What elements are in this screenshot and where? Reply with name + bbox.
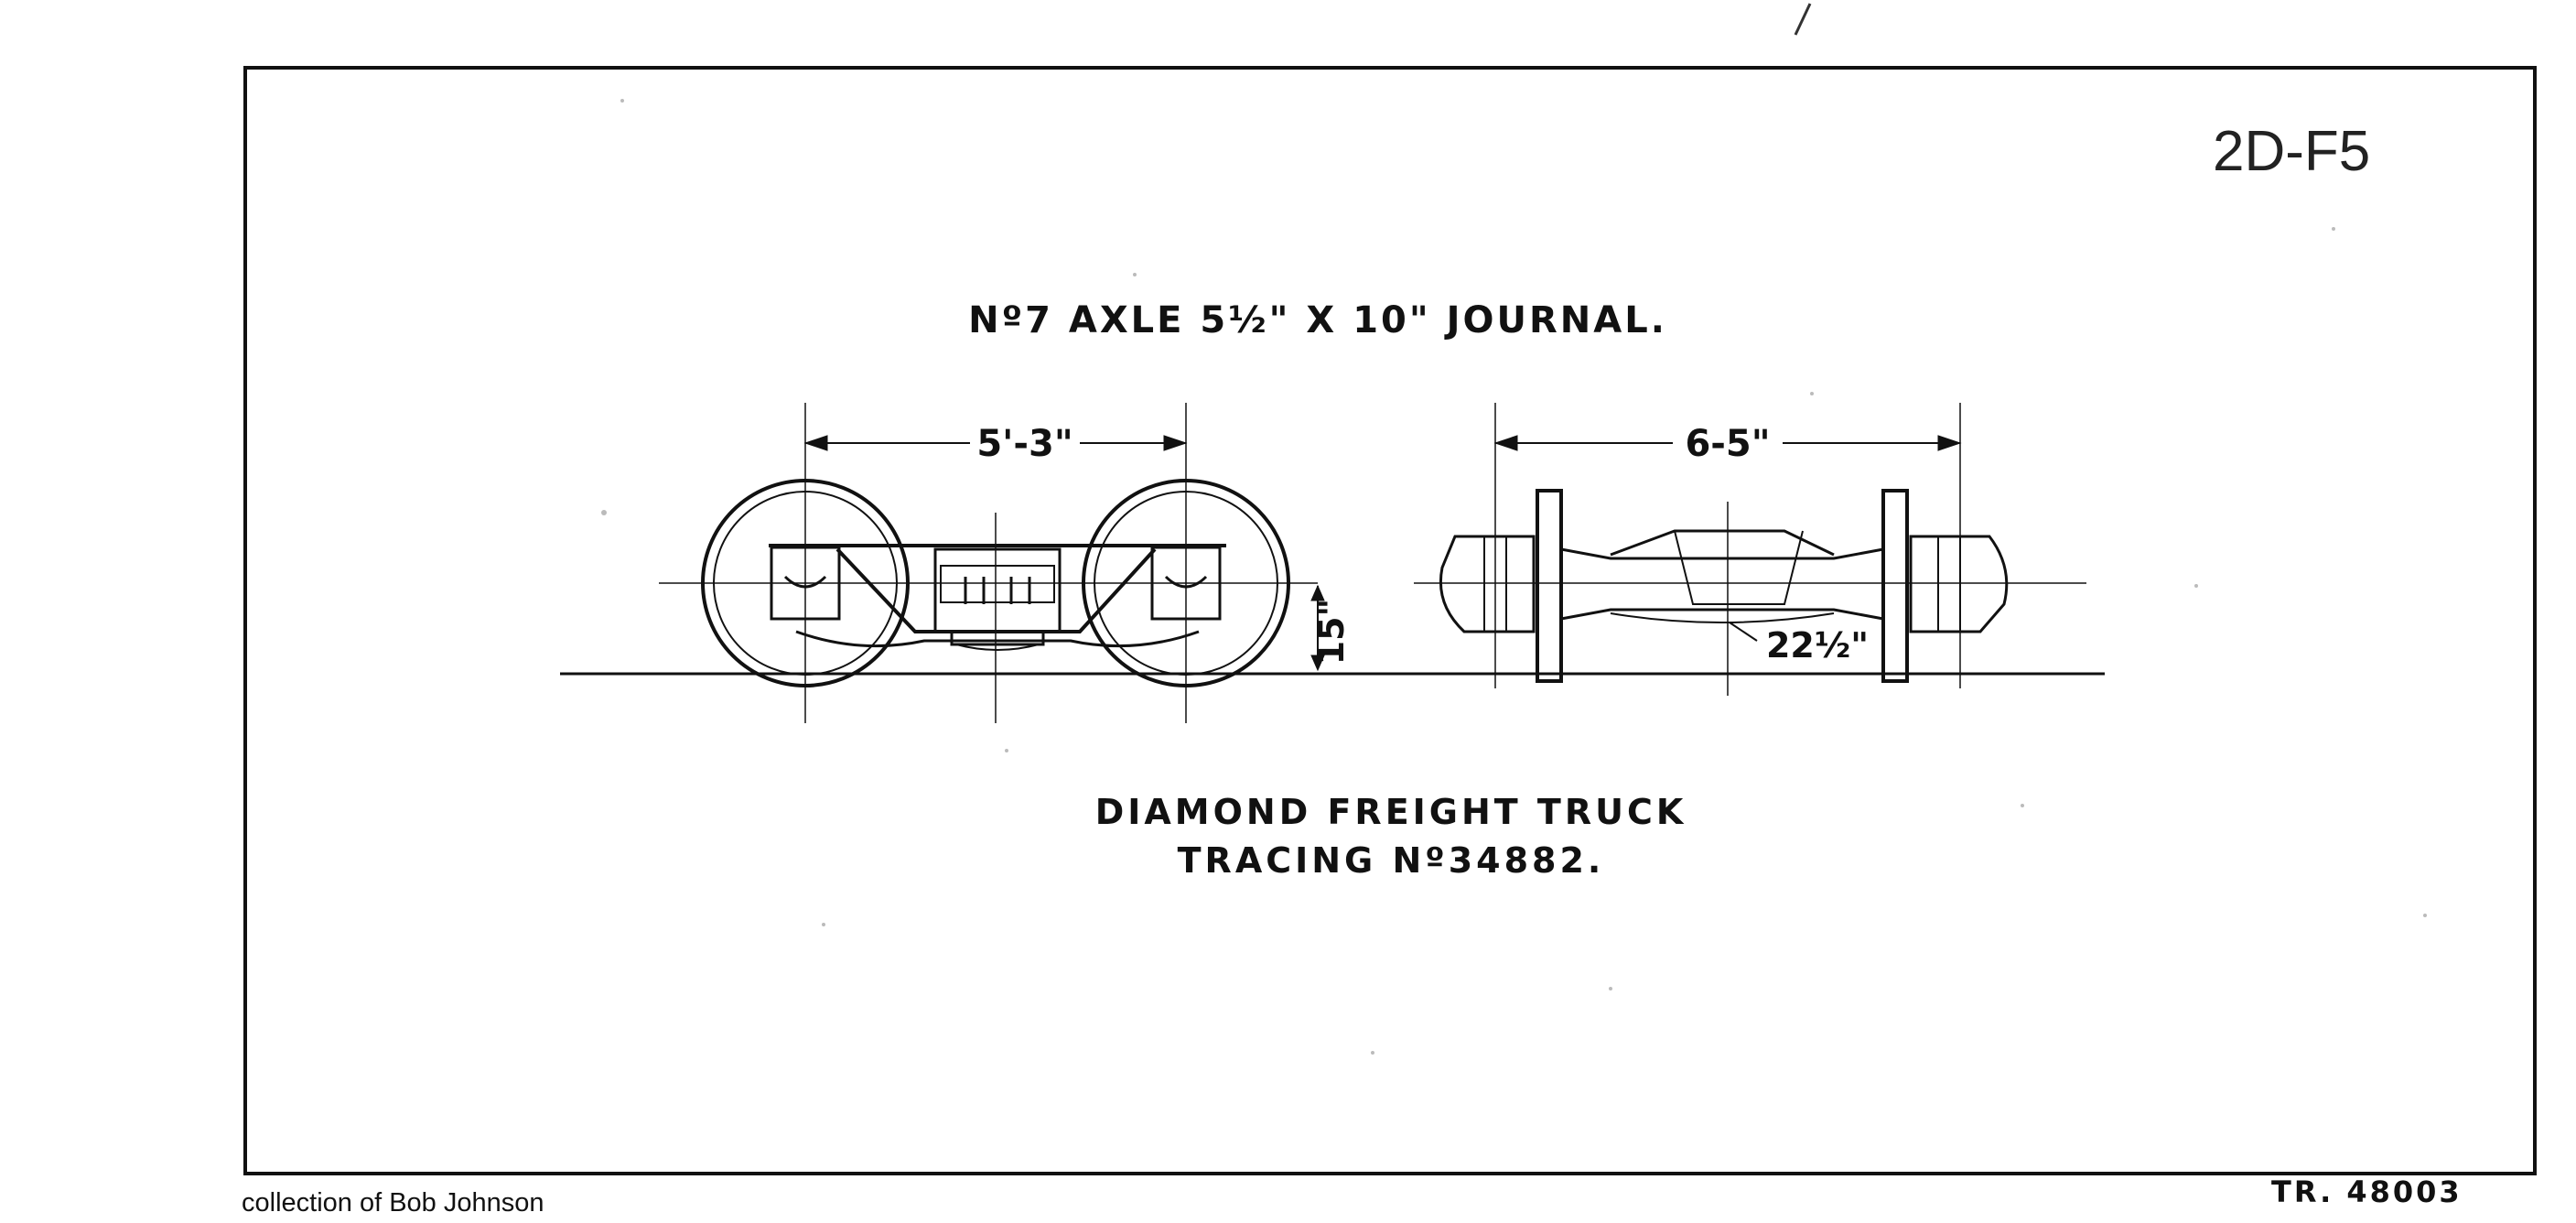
wheelbase-dim-label: 5'-3" (976, 423, 1072, 465)
truck-side-view (701, 403, 1290, 723)
tracing-reference: TR. 48003 (2271, 1174, 2463, 1209)
scan-noise (601, 99, 2427, 1055)
caption-line-2: TRACING Nº34882. (1178, 840, 1605, 881)
truck-end-view (1439, 403, 2009, 696)
border-frame (243, 66, 2537, 1175)
caption-line-1: DIAMOND FREIGHT TRUCK (1095, 792, 1687, 832)
wheel-dim-label: 22½" (1766, 625, 1869, 666)
height-dim-label: 15" (1311, 599, 1352, 666)
gauge-dim-label: 6-5" (1685, 423, 1770, 465)
sheet-code: 2D-F5 (2213, 120, 2370, 183)
wheelbase-dimension (803, 435, 1188, 451)
stray-mark (1794, 3, 1812, 36)
height-dimension (1310, 584, 1325, 672)
axle-title: Nº7 AXLE 5½" X 10" JOURNAL. (968, 299, 1667, 341)
collection-credit: collection of Bob Johnson (242, 1188, 544, 1218)
gauge-dimension (1493, 435, 1962, 451)
